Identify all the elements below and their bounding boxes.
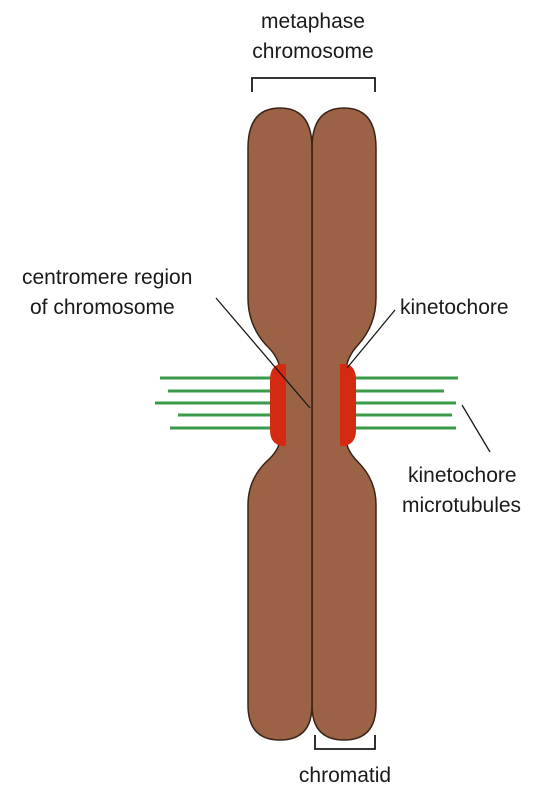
- metaphase-label-line1: metaphase: [261, 10, 365, 33]
- microtubules-label-line1: kinetochore: [408, 464, 517, 487]
- chromatid-label: chromatid: [299, 764, 391, 787]
- microtubules-leader: [462, 405, 490, 452]
- kinetochore-right: [340, 364, 356, 446]
- metaphase-chromosome-bracket: [252, 78, 375, 92]
- centromere-label-line2: of chromosome: [30, 296, 175, 319]
- microtubules-label-line2: microtubules: [402, 494, 521, 517]
- kinetochore-label: kinetochore: [400, 296, 509, 319]
- metaphase-label-line2: chromosome: [252, 40, 373, 63]
- centromere-label-line1: centromere region: [22, 266, 192, 289]
